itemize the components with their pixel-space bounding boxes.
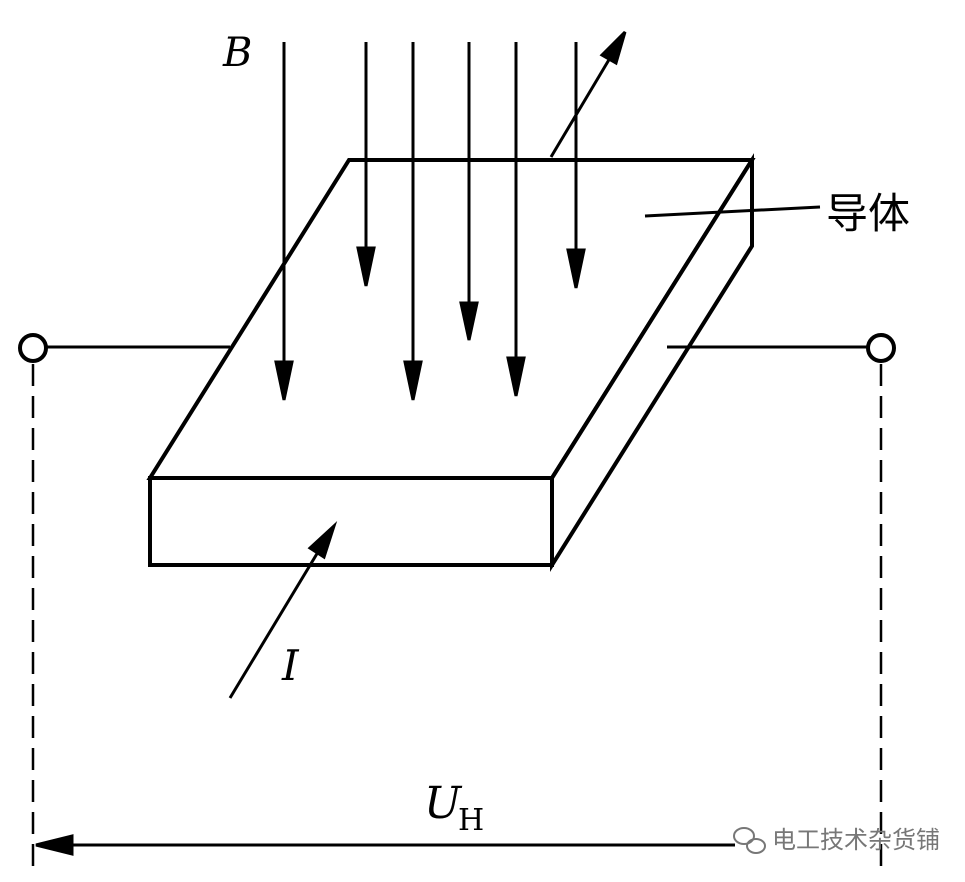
field-arrowhead xyxy=(403,360,423,401)
magnetic-field-lines xyxy=(274,42,586,401)
hall-voltage-arrow xyxy=(35,834,735,856)
conductor-slab xyxy=(146,153,756,572)
field-arrowhead xyxy=(506,356,526,397)
slab-front-face xyxy=(148,476,554,567)
watermark-text: 电工技术杂货铺 xyxy=(772,826,940,854)
deflection-arrow xyxy=(549,30,627,158)
field-arrowhead xyxy=(356,246,376,287)
hall-voltage-label: U xyxy=(424,778,463,829)
left-terminal xyxy=(18,333,48,363)
slab-side-face xyxy=(550,153,754,572)
watermark: 电工技术杂货铺 xyxy=(733,826,940,854)
field-arrowhead xyxy=(459,301,479,341)
field-label: B xyxy=(222,30,252,76)
current-arrow xyxy=(228,521,338,699)
wechat-icon xyxy=(733,827,766,854)
hall-voltage-subscript: H xyxy=(458,803,484,838)
right-terminal xyxy=(866,333,896,363)
terminal-wires xyxy=(18,333,896,363)
field-arrowhead xyxy=(274,360,294,401)
conductor-leader xyxy=(644,205,821,218)
dashed-guides xyxy=(31,364,883,870)
current-label: I xyxy=(281,641,300,690)
field-arrowhead xyxy=(566,248,586,289)
conductor-label: 导体 xyxy=(826,189,910,238)
